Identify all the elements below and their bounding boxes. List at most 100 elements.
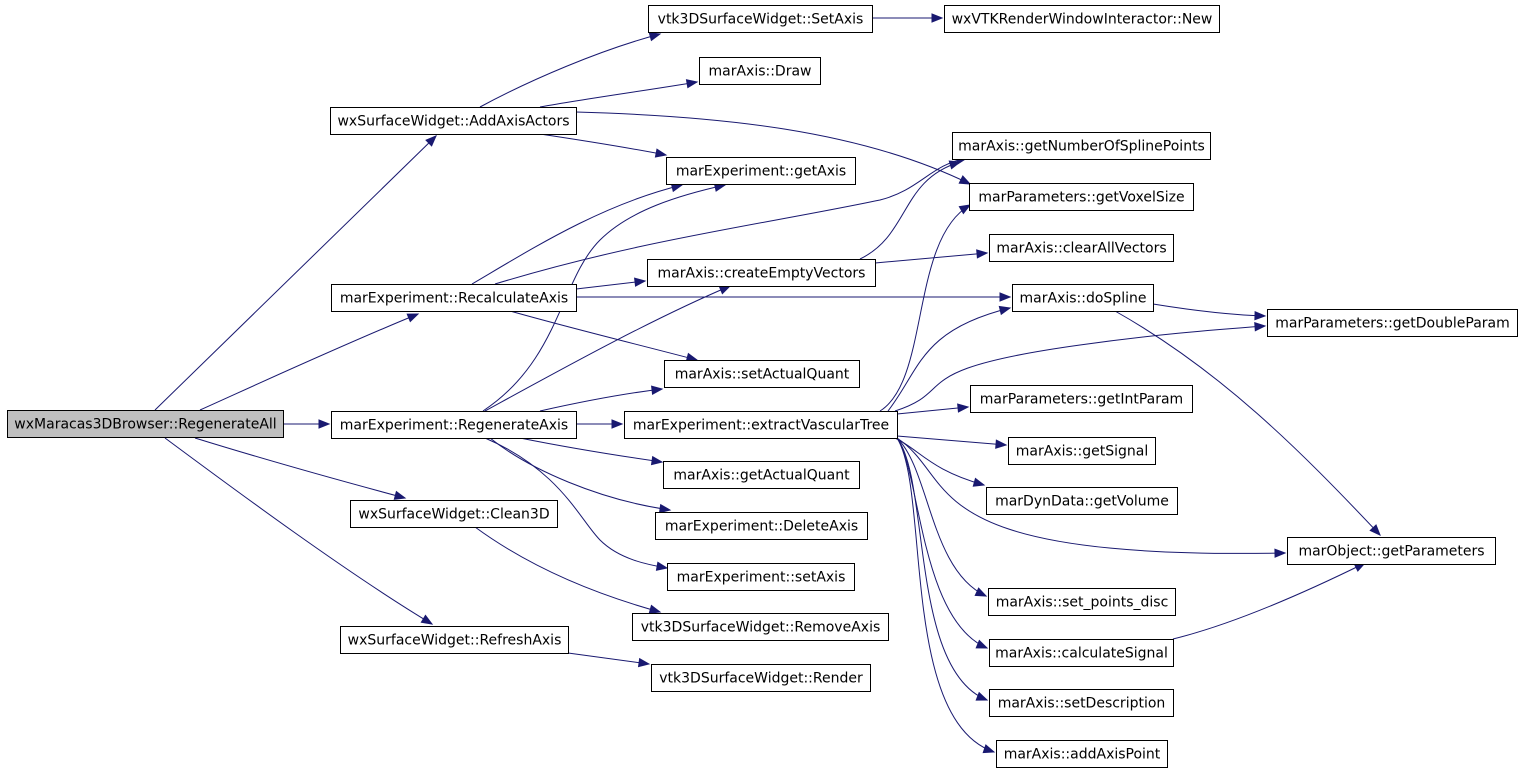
edge-line <box>539 133 667 156</box>
node-setDescription[interactable]: marAxis::setDescription <box>989 689 1174 717</box>
node-root[interactable]: wxMaracas3DBrowser::RegenerateAll <box>7 410 284 438</box>
node-setAxisExp[interactable]: marExperiment::setAxis <box>667 563 855 591</box>
node-regenAxis[interactable]: marExperiment::RegenerateAxis <box>331 411 577 439</box>
edge-regenAxis-to-setAxisExp <box>484 437 669 571</box>
node-getSignal[interactable]: marAxis::getSignal <box>1008 437 1156 465</box>
node-removeAxis[interactable]: vtk3DSurfaceWidget::RemoveAxis <box>632 613 889 641</box>
node-refreshAxis[interactable]: wxSurfaceWidget::RefreshAxis <box>340 626 569 654</box>
arrowhead-icon <box>957 403 970 413</box>
arrowhead-icon <box>651 385 664 395</box>
arrowhead-icon <box>425 135 437 147</box>
node-addAxisPoint[interactable]: marAxis::addAxisPoint <box>996 740 1168 768</box>
node-label: marAxis::calculateSignal <box>995 646 1168 662</box>
node-label: wxVTKRenderWindowInteractor::New <box>952 12 1213 28</box>
edge-line <box>494 157 968 285</box>
edge-line <box>894 325 1266 412</box>
arrowhead-icon <box>634 277 647 287</box>
node-clean3D[interactable]: wxSurfaceWidget::Clean3D <box>350 500 558 528</box>
edge-setAxisVtk-to-rwiNew <box>872 13 944 23</box>
node-getVoxelSize[interactable]: marParameters::getVoxelSize <box>969 183 1194 211</box>
edge-addAxisActors-to-getVoxelSize <box>575 111 972 185</box>
node-deleteAxis[interactable]: marExperiment::DeleteAxis <box>655 512 868 540</box>
edge-line <box>896 437 988 701</box>
arrowhead-icon <box>406 313 420 323</box>
node-getActualQuant[interactable]: marAxis::getActualQuant <box>663 461 860 489</box>
arrowhead-icon <box>998 305 1012 316</box>
node-box <box>648 5 873 33</box>
node-label: marDynData::getVolume <box>995 494 1169 510</box>
arrowhead-icon <box>982 744 996 754</box>
node-setAxisVtk[interactable]: vtk3DSurfaceWidget::SetAxis <box>648 5 873 33</box>
node-box <box>699 57 821 85</box>
edge-line <box>164 437 433 625</box>
arrowhead-icon <box>648 604 662 614</box>
node-addAxisActors[interactable]: wxSurfaceWidget::AddAxisActors <box>330 107 577 135</box>
node-box <box>664 360 860 388</box>
node-box <box>1008 437 1156 465</box>
node-getNumSpline[interactable]: marAxis::getNumberOfSplinePoints <box>952 132 1211 160</box>
edge-line <box>887 307 1011 412</box>
call-nodes: wxMaracas3DBrowser::RegenerateAllwxSurfa… <box>7 5 1518 768</box>
node-box <box>624 411 898 439</box>
arrowhead-icon <box>393 490 407 500</box>
arrowhead-icon <box>420 614 434 625</box>
edge-extractVT-to-getDoubleParam <box>894 322 1267 412</box>
node-extractVT[interactable]: marExperiment::extractVascularTree <box>624 411 898 439</box>
edge-root-to-recalcAxis <box>199 313 420 411</box>
node-getIntParam[interactable]: marParameters::getIntParam <box>970 385 1193 413</box>
call-edges <box>154 13 1381 754</box>
node-label: marExperiment::RecalculateAxis <box>340 291 568 307</box>
node-label: marExperiment::RegenerateAxis <box>340 418 568 434</box>
node-getVolume[interactable]: marDynData::getVolume <box>986 487 1178 515</box>
node-clearAll[interactable]: marAxis::clearAllVectors <box>989 234 1174 262</box>
node-label: wxSurfaceWidget::AddAxisActors <box>337 114 569 130</box>
node-box <box>7 410 284 438</box>
node-box <box>969 183 1194 211</box>
node-rwiNew[interactable]: wxVTKRenderWindowInteractor::New <box>944 5 1220 33</box>
edge-root-to-regenAxis <box>283 419 331 429</box>
node-box <box>350 500 558 528</box>
edge-addAxisActors-to-setAxisVtk <box>479 32 662 108</box>
edge-line <box>859 161 961 260</box>
node-label: marExperiment::getAxis <box>676 164 846 180</box>
edge-line <box>896 437 1286 554</box>
edge-createEmpty-to-clearAll <box>874 249 989 264</box>
arrowhead-icon <box>976 249 989 259</box>
edge-clean3D-to-removeAxis <box>474 526 662 614</box>
node-axisDraw[interactable]: marAxis::Draw <box>699 57 821 85</box>
node-box <box>651 664 871 692</box>
edge-addAxisActors-to-axisDraw <box>539 79 699 108</box>
edge-line <box>482 184 726 412</box>
edge-createEmpty-to-getNumSpline <box>859 160 962 260</box>
arrowhead-icon <box>999 292 1012 302</box>
edge-line <box>896 437 987 597</box>
node-label: marAxis::getNumberOfSplinePoints <box>958 139 1205 155</box>
edge-line <box>575 111 971 185</box>
edge-line <box>484 437 668 569</box>
edge-line <box>479 33 661 108</box>
node-label: marAxis::setActualQuant <box>675 367 850 383</box>
node-getParameters[interactable]: marObject::getParameters <box>1287 537 1496 565</box>
arrowhead-icon <box>637 657 651 668</box>
node-box <box>340 626 569 654</box>
node-label: marAxis::setDescription <box>998 696 1166 712</box>
node-recalcAxis[interactable]: marExperiment::RecalculateAxis <box>331 284 577 312</box>
node-setActualQuant[interactable]: marAxis::setActualQuant <box>664 360 860 388</box>
node-getAxis[interactable]: marExperiment::getAxis <box>666 157 856 185</box>
arrowhead-icon <box>611 419 624 429</box>
node-getDoubleParam[interactable]: marParameters::getDoubleParam <box>1267 309 1518 337</box>
edge-extractVT-to-getVolume <box>894 437 986 487</box>
node-render[interactable]: vtk3DSurfaceWidget::Render <box>651 664 871 692</box>
node-box <box>331 411 577 439</box>
node-calcSignal[interactable]: marAxis::calculateSignal <box>989 639 1174 667</box>
arrowhead-icon <box>654 148 668 158</box>
arrowhead-icon <box>995 439 1008 449</box>
node-box <box>989 234 1174 262</box>
node-doSpline[interactable]: marAxis::doSpline <box>1012 284 1154 312</box>
node-createEmpty[interactable]: marAxis::createEmptyVectors <box>647 259 876 287</box>
node-setPointsDisc[interactable]: marAxis::set_points_disc <box>988 588 1176 616</box>
edge-regenAxis-to-setActualQuant <box>539 385 664 412</box>
node-label: marExperiment::extractVascularTree <box>633 418 889 434</box>
edge-line <box>539 388 663 412</box>
arrowhead-icon <box>958 204 972 215</box>
